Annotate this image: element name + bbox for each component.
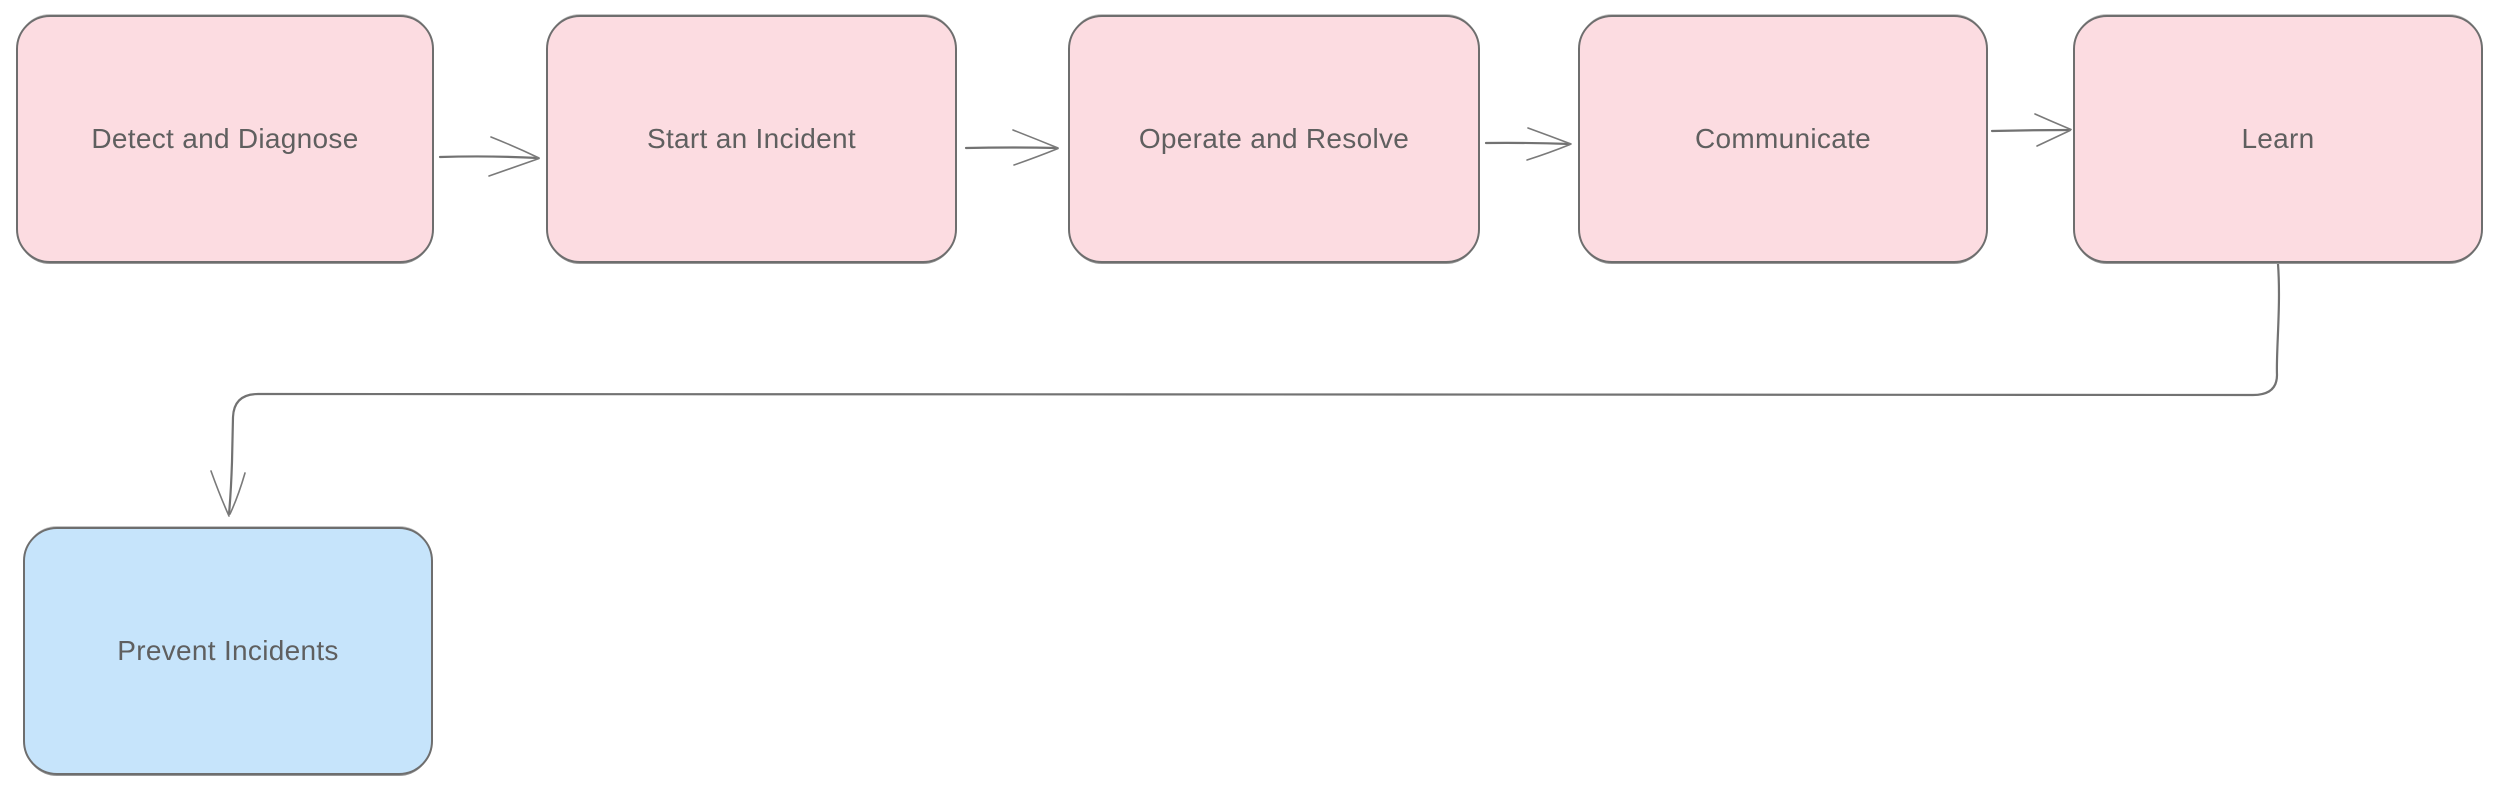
node-label-start-an-incident: Start an Incident [646,123,856,155]
node-operate-and-resolve[interactable]: Operate and Resolve [1068,15,1480,263]
edge-arrow-start-to-operate [964,129,1059,166]
node-label-communicate: Communicate [1694,123,1872,155]
edge-arrow-learn-to-prevent [210,262,2281,517]
node-label-detect-and-diagnose: Detect and Diagnose [91,123,359,155]
node-communicate[interactable]: Communicate [1578,15,1988,263]
node-label-operate-and-resolve: Operate and Resolve [1138,123,1410,155]
node-detect-and-diagnose[interactable]: Detect and Diagnose [16,15,434,263]
node-label-prevent-incidents: Prevent Incidents [117,635,339,667]
node-prevent-incidents[interactable]: Prevent Incidents [23,527,433,775]
edge-arrow-detect-to-start [438,136,540,177]
edge-arrow-operate-to-communicate [1484,127,1572,161]
edge-arrow-communicate-to-learn [1990,113,2072,147]
node-label-learn: Learn [2241,123,2315,155]
node-start-an-incident[interactable]: Start an Incident [546,15,957,263]
node-learn[interactable]: Learn [2073,15,2483,263]
